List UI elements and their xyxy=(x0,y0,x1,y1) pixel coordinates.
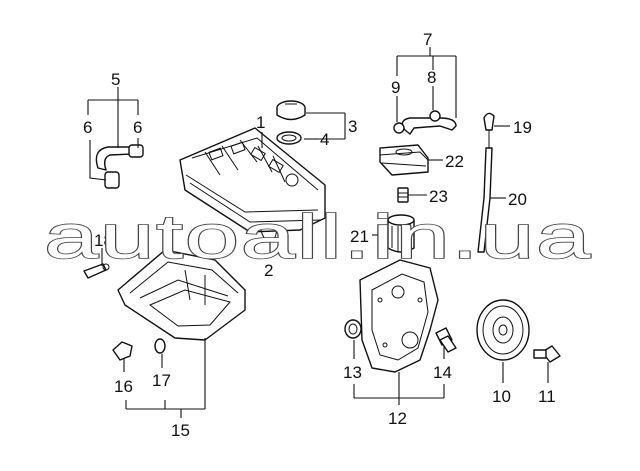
cover-bolt xyxy=(435,327,457,353)
leader-lines xyxy=(87,47,549,418)
callout-23: 23 xyxy=(429,187,448,206)
callout-11: 11 xyxy=(538,387,556,406)
timing-cover xyxy=(359,259,439,373)
callout-2: 2 xyxy=(264,261,273,280)
oil-level-sensor xyxy=(83,263,110,279)
dipstick-tube xyxy=(477,147,493,253)
pcv-hose xyxy=(95,144,144,189)
callout-21: 21 xyxy=(350,227,369,246)
pulley-bolt xyxy=(533,345,561,363)
callout-labels: 1 2 3 4 5 6 6 7 8 9 10 11 12 13 14 15 16… xyxy=(83,30,556,440)
callout-4: 4 xyxy=(320,130,329,149)
oil-cooler-hose xyxy=(393,110,457,135)
crank-seal xyxy=(344,319,362,339)
callout-13: 13 xyxy=(343,363,362,382)
callout-9: 9 xyxy=(391,78,400,97)
valve-cover xyxy=(179,127,326,233)
callout-10: 10 xyxy=(492,387,511,406)
oil-cooler xyxy=(379,144,429,176)
callout-7: 7 xyxy=(423,30,432,49)
callout-8: 8 xyxy=(427,68,436,87)
callout-19: 19 xyxy=(513,118,532,137)
callout-22: 22 xyxy=(445,152,464,171)
cooler-bolt xyxy=(397,187,409,203)
callout-12: 12 xyxy=(388,409,407,428)
callout-5: 5 xyxy=(111,70,120,89)
callout-1: 1 xyxy=(256,113,265,132)
callout-17: 17 xyxy=(152,371,171,390)
callout-15: 15 xyxy=(171,421,190,440)
callout-18: 18 xyxy=(94,231,113,250)
drain-plug xyxy=(112,341,133,361)
callout-20: 20 xyxy=(508,190,527,209)
oil-filler-cap xyxy=(276,100,306,121)
watermark: autoall.in.ua xyxy=(44,203,592,272)
oil-pan xyxy=(117,249,246,341)
dipstick xyxy=(483,112,495,148)
callout-3: 3 xyxy=(348,117,357,136)
callout-6-right: 6 xyxy=(133,118,142,137)
oil-cap-gasket xyxy=(276,131,302,145)
callout-6-left: 6 xyxy=(83,118,92,137)
drain-plug-gasket xyxy=(154,338,166,354)
oil-filter xyxy=(387,214,415,253)
callout-14: 14 xyxy=(433,363,452,382)
crank-pulley xyxy=(476,299,530,361)
callout-16: 16 xyxy=(114,377,133,396)
